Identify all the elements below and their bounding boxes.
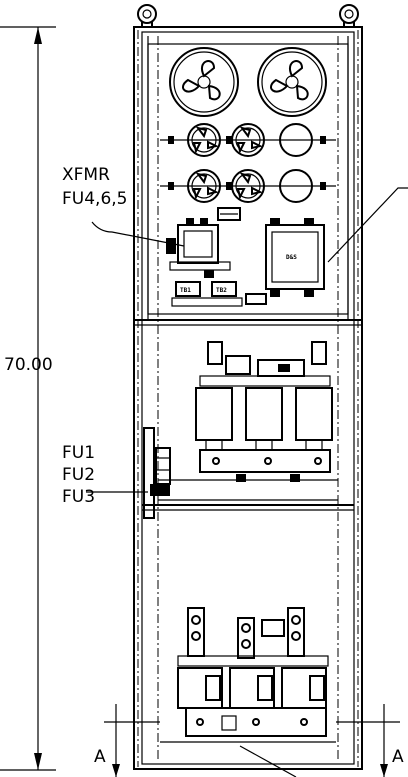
section-label-left: A — [94, 747, 106, 767]
height-dimension: 70.00 — [0, 26, 56, 771]
small-fan-row-2 — [160, 169, 336, 203]
fu3-label: FU3 — [62, 487, 95, 507]
cabinet-outline — [133, 26, 363, 770]
contactor-assembly-bottom — [160, 607, 336, 743]
leader-lines — [86, 187, 408, 777]
relay-device: D&S — [265, 218, 325, 297]
xfmr-label: XFMR — [62, 165, 110, 185]
fan-left — [169, 47, 239, 117]
fan-right — [257, 47, 327, 117]
section-marker-right: A — [336, 704, 404, 777]
lifting-eye-left — [137, 4, 157, 28]
lifting-eye-right — [339, 4, 359, 28]
terminal-block-2-label: TB2 — [216, 287, 227, 294]
fu2-label: FU2 — [62, 465, 95, 485]
section-marker-left: A — [94, 704, 160, 777]
height-dimension-label: 70.00 — [4, 355, 53, 375]
section-label-right: A — [392, 747, 404, 767]
terminal-blocks: TB1 TB2 — [171, 281, 267, 307]
relay-device-label: D&S — [286, 254, 297, 261]
fuse-holder-fu1-fu3 — [143, 427, 171, 519]
fu456-label: FU4,6,5 — [62, 189, 127, 209]
small-fan-row-1 — [160, 123, 336, 157]
contactor-assembly-middle — [195, 341, 333, 482]
fu1-label: FU1 — [62, 443, 95, 463]
label-plate — [217, 207, 241, 221]
terminal-block-1-label: TB1 — [180, 287, 191, 294]
control-transformer — [166, 218, 231, 278]
